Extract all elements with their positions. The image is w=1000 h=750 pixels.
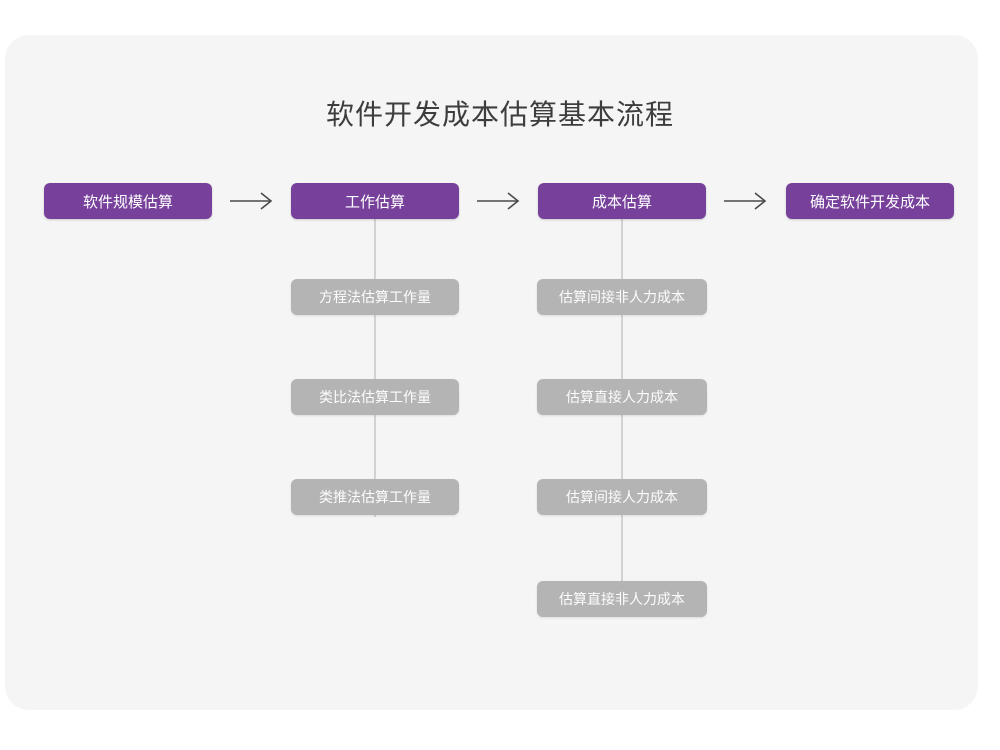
flow-node-label: 工作估算	[344, 193, 405, 211]
diagram-canvas	[5, 35, 978, 710]
sub-node-cost-2[interactable]: 估算直接人力成本	[537, 379, 707, 415]
sub-node-label: 估算直接非人力成本	[559, 591, 685, 607]
sub-node-cost-3[interactable]: 估算间接人力成本	[537, 479, 707, 515]
right-arrow-icon-2	[475, 190, 523, 212]
sub-node-work-3[interactable]: 类推法估算工作量	[291, 479, 459, 515]
flow-node-step-2[interactable]: 工作估算	[291, 183, 459, 219]
flow-node-step-4[interactable]: 确定软件开发成本	[786, 183, 954, 219]
flow-node-label: 成本估算	[591, 193, 652, 211]
sub-node-work-2[interactable]: 类比法估算工作量	[291, 379, 459, 415]
page-title: 软件开发成本估算基本流程	[325, 99, 674, 130]
sub-node-label: 类推法估算工作量	[319, 489, 431, 505]
flow-node-step-3[interactable]: 成本估算	[538, 183, 706, 219]
right-arrow-icon-3	[722, 190, 770, 212]
sub-node-label: 估算间接非人力成本	[559, 289, 685, 305]
flow-node-step-1[interactable]: 软件规模估算	[44, 183, 212, 219]
connector-line-work	[374, 217, 376, 517]
sub-node-label: 估算间接人力成本	[566, 489, 678, 505]
sub-node-cost-4[interactable]: 估算直接非人力成本	[537, 581, 707, 617]
sub-node-work-1[interactable]: 方程法估算工作量	[291, 279, 459, 315]
sub-node-label: 估算直接人力成本	[566, 389, 678, 405]
right-arrow-icon-1	[228, 190, 276, 212]
sub-node-label: 方程法估算工作量	[319, 289, 431, 305]
flow-node-label: 确定软件开发成本	[809, 193, 930, 211]
sub-node-cost-1[interactable]: 估算间接非人力成本	[537, 279, 707, 315]
flow-node-label: 软件规模估算	[82, 193, 173, 211]
sub-node-label: 类比法估算工作量	[319, 389, 431, 405]
connector-line-cost	[621, 217, 623, 617]
